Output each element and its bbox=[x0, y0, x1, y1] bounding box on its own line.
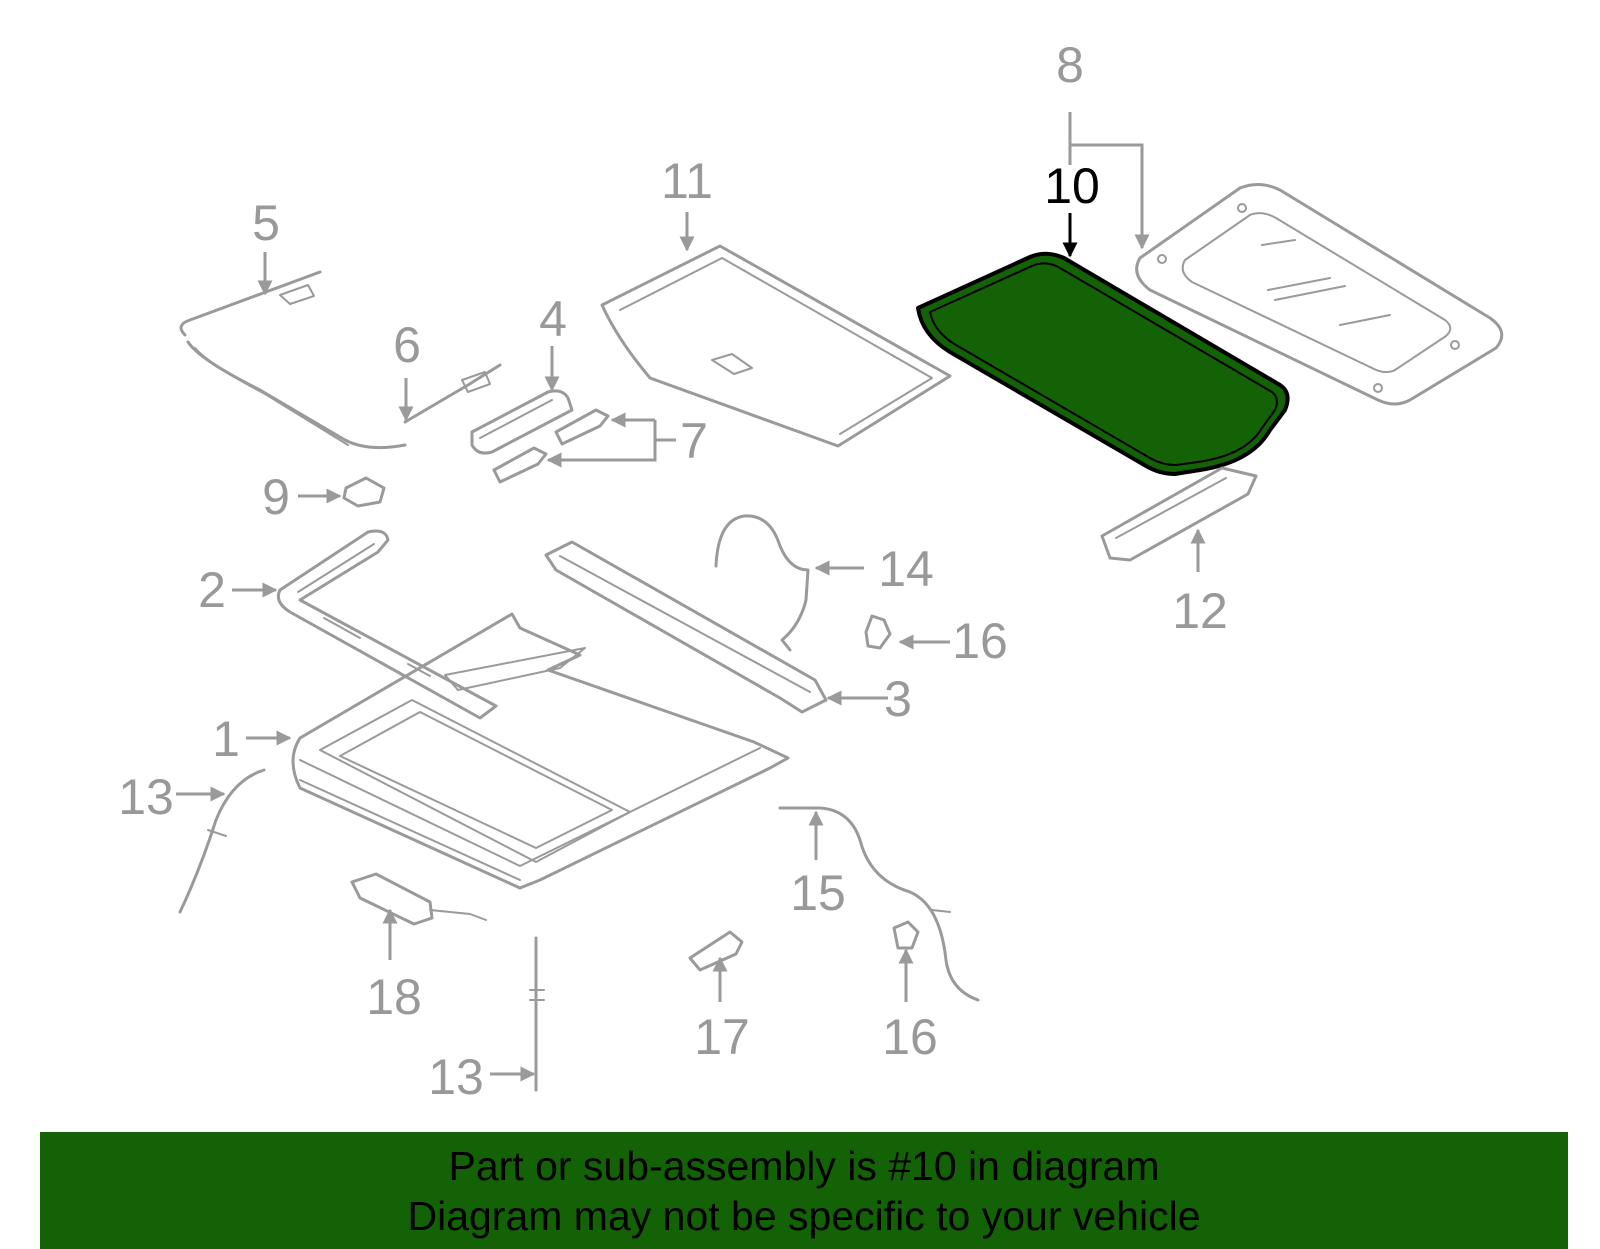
callout-5: 5 bbox=[252, 195, 280, 251]
callout-1: 1 bbox=[212, 711, 240, 767]
part-13-drain-hose-bottom[interactable] bbox=[529, 936, 545, 1092]
callout-7: 7 bbox=[680, 413, 708, 469]
callout-6: 6 bbox=[393, 317, 421, 373]
callout-11: 11 bbox=[661, 153, 713, 209]
callout-16-lower: 16 bbox=[882, 1009, 938, 1065]
callout-13-bottom: 13 bbox=[428, 1049, 484, 1105]
part-1-frame[interactable] bbox=[291, 612, 790, 890]
callout-4: 4 bbox=[539, 291, 567, 347]
callout-2: 2 bbox=[198, 562, 226, 618]
part-13-drain-hose-left[interactable] bbox=[178, 768, 266, 914]
footer-line-1: Part or sub-assembly is #10 in diagram bbox=[448, 1142, 1160, 1189]
part-5-drain-cable[interactable] bbox=[179, 270, 407, 450]
part-15-drain-hose[interactable] bbox=[778, 806, 980, 1002]
part-9-clip[interactable] bbox=[342, 476, 386, 508]
part-14-drain-hose[interactable] bbox=[714, 514, 810, 652]
part-8-glass-panel[interactable] bbox=[1135, 183, 1504, 406]
part-17-clip[interactable] bbox=[688, 930, 744, 972]
part-3-deflector[interactable] bbox=[544, 540, 828, 714]
callout-15: 15 bbox=[790, 865, 846, 921]
leader-lines bbox=[176, 112, 1206, 1082]
footer-banner: Part or sub-assembly is #10 in diagram D… bbox=[40, 1132, 1568, 1249]
part-10-seal[interactable] bbox=[916, 251, 1290, 476]
callout-13-left: 13 bbox=[118, 769, 174, 825]
callout-18: 18 bbox=[366, 969, 422, 1025]
part-12-bracket[interactable] bbox=[1100, 466, 1258, 562]
callout-14: 14 bbox=[878, 541, 934, 597]
callout-17: 17 bbox=[694, 1009, 750, 1065]
callout-9: 9 bbox=[262, 469, 290, 525]
part-16-grommet-upper[interactable] bbox=[864, 614, 892, 650]
part-18-motor[interactable] bbox=[350, 872, 487, 926]
callout-12: 12 bbox=[1172, 583, 1228, 639]
callout-labels: 8 10 11 5 6 4 7 9 2 14 16 12 3 1 13 15 1… bbox=[118, 37, 1228, 1105]
footer-line-2: Diagram may not be specific to your vehi… bbox=[407, 1192, 1201, 1239]
part-16-grommet-lower[interactable] bbox=[892, 920, 920, 950]
part-4-bracket[interactable] bbox=[470, 389, 574, 455]
part-11-sunshade[interactable] bbox=[600, 244, 952, 448]
part-2-crossmember[interactable] bbox=[276, 529, 498, 720]
callout-8: 8 bbox=[1056, 37, 1084, 93]
part-7-guide-pieces[interactable] bbox=[492, 408, 610, 484]
callout-16-upper: 16 bbox=[952, 613, 1008, 669]
part-6-cable[interactable] bbox=[403, 363, 502, 424]
callout-3: 3 bbox=[884, 671, 912, 727]
callout-10: 10 bbox=[1044, 158, 1100, 214]
